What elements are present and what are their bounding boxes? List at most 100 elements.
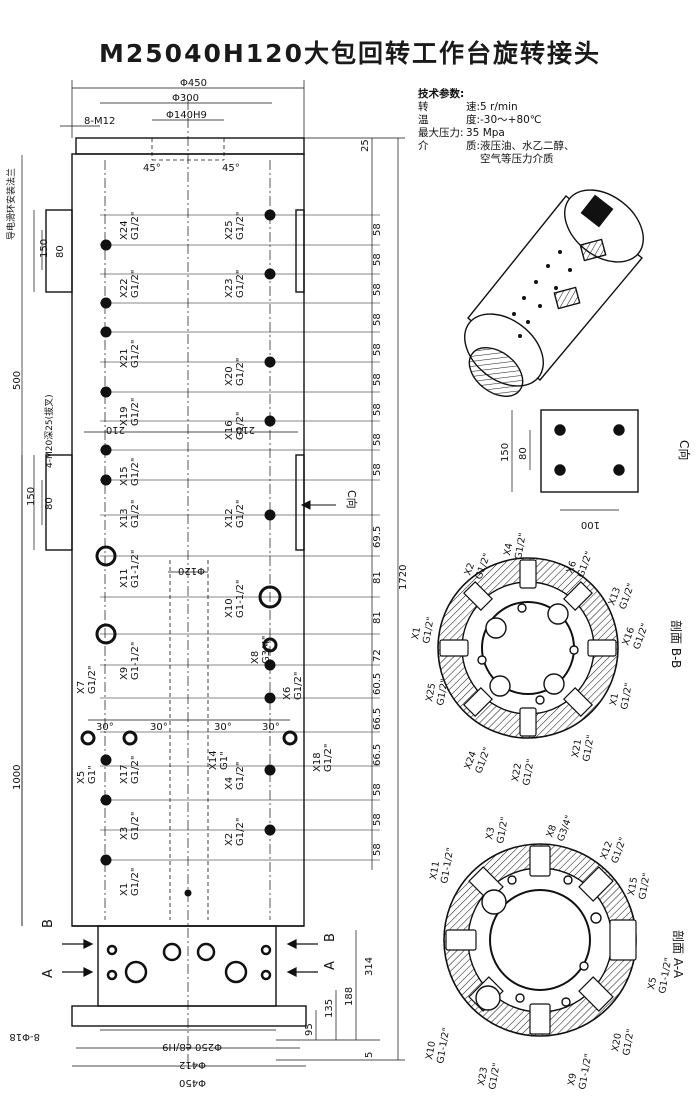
hole-note: 4-M20深25(拔叉) [43,394,55,468]
port-hole-medium [262,637,278,653]
specs-heading: 技术参数: [418,88,465,100]
port-size: G1/2" [130,212,141,240]
svg-text:58: 58 [372,813,383,826]
port-label: X20 [224,366,235,386]
svg-text:25: 25 [360,139,371,152]
dim-d140h9: Φ140H9 [166,110,207,121]
port-size: G1-1/2" [130,550,141,588]
port-hole [100,794,112,806]
port-size: G1/2" [323,744,334,772]
svg-text:B: B [41,919,56,928]
angle-45: 45° [222,163,240,174]
dim-8m12: 8-M12 [84,116,115,127]
port-hole [264,356,276,368]
svg-text:30°: 30° [214,722,232,733]
port-label: X23 [224,278,235,298]
section-aa-labels: X11 G1-1/2" X3 G1/2" X8 G3/4" X12 G1/2" … [424,814,674,1091]
center-dimensions: 210 210 Φ120 30° 30° 30° 30° [96,424,280,733]
port-size: G1/2" [130,398,141,426]
angle-45: 45° [143,163,161,174]
svg-text:Φ412: Φ412 [179,1059,206,1070]
svg-text:80: 80 [44,497,55,510]
svg-text:G3/4": G3/4" [555,814,575,843]
port-label: X9 [119,667,130,680]
port-size: G1" [219,751,230,770]
top-dimensions: Φ450 Φ300 Φ140H9 8-M12 45° 45° [84,78,240,174]
port-size: G3/4" [261,636,272,664]
svg-text:5: 5 [364,1052,375,1058]
port-size: G1/2" [130,500,141,528]
port-size: G1/2" [235,270,246,298]
svg-text:150: 150 [500,443,511,462]
dim-d450: Φ450 [180,78,207,89]
port-size: G1/2" [130,868,141,896]
svg-text:58: 58 [372,433,383,446]
svg-text:135: 135 [324,999,335,1018]
svg-text:G1/2": G1/2" [609,836,629,865]
svg-text:X1: X1 [608,692,621,706]
port-size: G1/2" [130,458,141,486]
svg-text:66.5: 66.5 [372,708,383,730]
spec-row: 空气等压力介质 [480,153,554,165]
svg-text:58: 58 [372,253,383,266]
svg-text:G1/2": G1/2" [619,682,635,711]
port-hole-large [95,623,117,645]
svg-text:500: 500 [12,371,23,390]
svg-text:314: 314 [364,957,375,976]
dim-8-d18: 8-Φ18 [9,1031,40,1042]
port-hole [264,764,276,776]
port-label: X21 [119,348,130,368]
port-label: X16 [224,420,235,440]
port-hole [100,297,112,309]
bracket-lower [45,454,73,551]
port-size: G1/2" [293,672,304,700]
svg-text:210: 210 [236,424,255,435]
section-bb-label: 剖面 B-B [669,620,683,668]
svg-text:58: 58 [372,343,383,356]
svg-text:58: 58 [372,283,383,296]
svg-text:X10: X10 [424,1040,438,1060]
port-label: X18 [312,752,323,772]
svg-text:30°: 30° [262,722,280,733]
svg-text:X22: X22 [510,762,524,782]
port-size: G1-1/2" [235,580,246,618]
port-hole-medium [80,730,96,746]
port-label: X13 [119,508,130,528]
left-dimensions: 150 80 500 150 80 1000 导电滑环安装法兰 4-M20深25… [5,168,66,790]
port-size: G1-1/2" [130,642,141,680]
drawing-title: M25040H120大包回转工作台旋转接头 [99,39,601,68]
port-label: X15 [119,466,130,486]
right-dimensions: 25 58 58 58 58 58 58 58 58 58 69.5 81 81… [360,139,409,856]
svg-text:58: 58 [372,223,383,236]
port-label: X19 [119,406,130,426]
svg-text:66.5: 66.5 [372,744,383,766]
large-ports [80,545,298,746]
port-hole-large [95,545,117,567]
svg-text:95: 95 [304,1023,315,1036]
svg-text:X3: X3 [484,826,497,840]
svg-text:81: 81 [372,611,383,624]
svg-text:G1/2": G1/2" [581,734,597,763]
c-view-plate [540,409,639,493]
port-label: X12 [224,508,235,528]
svg-text:69.5: 69.5 [372,526,383,548]
port-hole [100,386,112,398]
port-size: G1/2" [235,412,246,440]
svg-text:G1-1/2": G1-1/2" [435,1027,452,1065]
port-label: X8 [250,651,261,664]
svg-text:X8: X8 [544,823,559,839]
svg-text:150: 150 [26,487,37,506]
svg-text:G1/2": G1/2" [513,532,529,561]
tech-specs: 技术参数: 转速:5 r/min 温度:-30～+80℃ 最大压力:35 Mpa… [418,88,575,166]
port-hole [264,209,276,221]
port-hole-large [258,585,282,609]
dim-overall: 1720 [398,565,409,590]
svg-text:B: B [323,933,338,942]
port-label: X1 [119,883,130,896]
svg-text:G1/2": G1/2" [521,758,537,787]
port-hole-medium [282,730,298,746]
svg-text:Φ450: Φ450 [179,1077,206,1088]
svg-text:150: 150 [39,239,50,258]
svg-text:58: 58 [372,463,383,476]
